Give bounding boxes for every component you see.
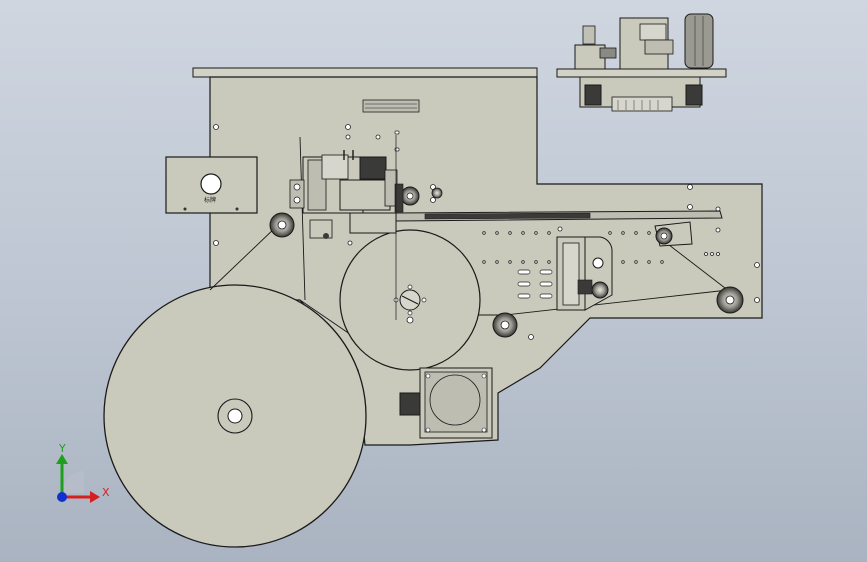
top-right-unwind-unit[interactable] xyxy=(556,13,727,112)
guide-roller-center[interactable] xyxy=(492,312,518,338)
large-supply-spool[interactable] xyxy=(103,284,367,548)
slot-holes xyxy=(394,130,553,299)
axis-x-label: X xyxy=(102,486,110,499)
upper-slot-fixture xyxy=(362,99,420,113)
guide-roller-upper[interactable] xyxy=(400,186,420,206)
stepper-motor[interactable] xyxy=(399,367,493,439)
label-head-mechanism[interactable] xyxy=(289,150,443,239)
dancer-bracket[interactable] xyxy=(556,236,613,311)
plate-top-flange xyxy=(192,67,538,78)
guide-roller-left[interactable] xyxy=(269,212,295,238)
coordinate-triad-icon xyxy=(56,454,100,503)
takeup-disc[interactable] xyxy=(339,229,481,371)
peeling-rail[interactable] xyxy=(394,210,723,222)
axis-y-label: Y xyxy=(59,442,66,455)
guide-roller-right[interactable] xyxy=(716,286,744,314)
nameplate-box[interactable] xyxy=(165,156,258,214)
nameplate-label: 标牌 xyxy=(203,197,216,204)
tension-arm[interactable] xyxy=(654,221,693,247)
